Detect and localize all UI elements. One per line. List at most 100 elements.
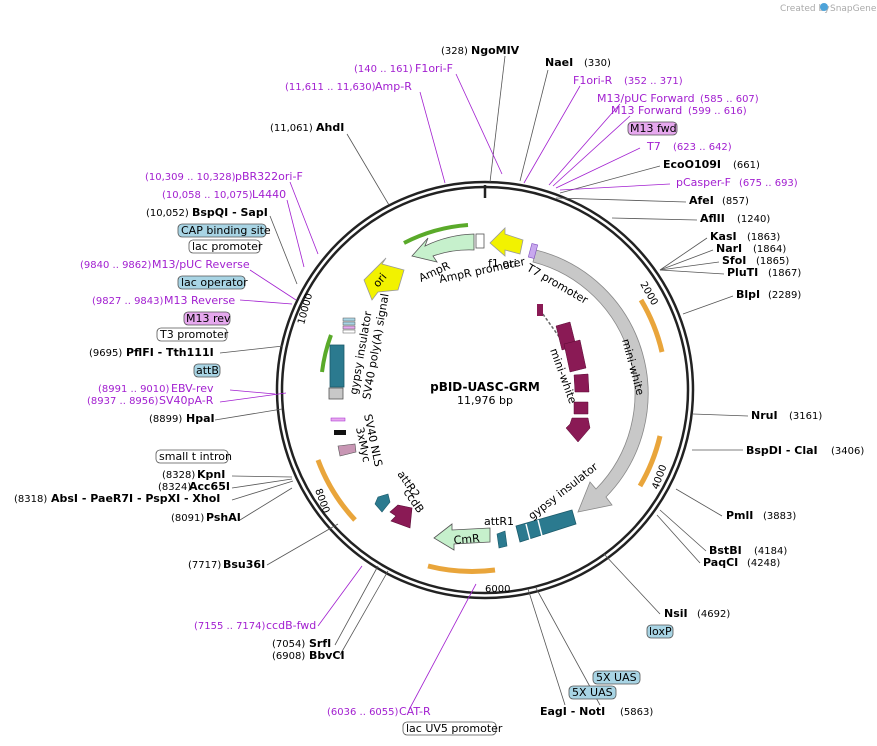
primer-name[interactable]: T7 bbox=[646, 140, 661, 153]
enzyme-name[interactable]: PflFI - Tth111I bbox=[126, 346, 214, 359]
leader-line bbox=[231, 478, 293, 489]
primer-pos: (140 .. 161) bbox=[354, 64, 413, 75]
primer-name[interactable]: EBV-rev bbox=[171, 382, 214, 395]
leader-line bbox=[219, 345, 284, 354]
primer-name[interactable]: M13 Forward bbox=[611, 104, 682, 117]
leader-line bbox=[659, 237, 708, 271]
m13-fwd-box[interactable]: M13 fwd bbox=[630, 122, 677, 135]
enzyme-name[interactable]: NruI bbox=[751, 409, 778, 422]
backbone-outer bbox=[275, 180, 695, 600]
t3-promoter-box[interactable]: T3 promoter bbox=[159, 328, 229, 341]
attb-box[interactable]: attB bbox=[196, 364, 219, 377]
enzyme-name[interactable]: HpaI bbox=[186, 412, 215, 425]
promoter-arc-2 bbox=[637, 435, 663, 488]
enzyme-name[interactable]: NaeI bbox=[545, 56, 573, 69]
enzyme-name[interactable]: AfeI bbox=[689, 194, 714, 207]
cap-binding-site-box[interactable]: CAP binding site bbox=[181, 224, 271, 237]
enzyme-name[interactable]: KpnI bbox=[197, 468, 225, 481]
leader-line bbox=[559, 183, 671, 191]
m13-rev-box[interactable]: M13 rev bbox=[186, 312, 231, 325]
primer-name[interactable]: M13/pUC Reverse bbox=[152, 258, 250, 271]
leader-line bbox=[239, 487, 293, 521]
uas-box-1[interactable]: 5X UAS bbox=[596, 671, 637, 684]
leader-line bbox=[519, 69, 549, 182]
lac-cluster-feature bbox=[342, 317, 356, 334]
leader-line bbox=[266, 523, 339, 566]
boxed-labels: M13 fwd CAP binding site lac promoter la… bbox=[155, 121, 678, 736]
leader-line bbox=[286, 199, 305, 268]
enzyme-name[interactable]: PshAI bbox=[206, 511, 241, 524]
enzyme-pos: (330) bbox=[584, 58, 611, 69]
enzyme-name[interactable]: KasI bbox=[710, 230, 737, 243]
leader-line bbox=[559, 165, 661, 194]
enzyme-pos: (3883) bbox=[763, 511, 796, 522]
myc-tag-feature-a bbox=[334, 430, 346, 435]
enzyme-name[interactable]: PaqCI bbox=[703, 556, 738, 569]
enzyme-name[interactable]: SrfI bbox=[309, 637, 331, 650]
enzyme-name[interactable]: AflII bbox=[700, 212, 725, 225]
leader-line bbox=[339, 570, 389, 656]
enzyme-pos: (8324) bbox=[158, 482, 191, 493]
enzyme-name[interactable]: BlpI bbox=[736, 288, 760, 301]
primer-name[interactable]: L4440 bbox=[252, 188, 286, 201]
lac-promoter-box[interactable]: lac promoter bbox=[192, 240, 263, 253]
enzyme-labels-left: (6908) BbvCI (7054) SrfI (7717) Bsu36I (… bbox=[14, 121, 345, 662]
leader-line bbox=[659, 269, 725, 275]
enzyme-name[interactable]: PluTI bbox=[727, 266, 758, 279]
enzyme-name[interactable]: EagI - NotI bbox=[540, 705, 605, 718]
enzyme-pos: (328) bbox=[441, 46, 468, 57]
enzyme-name[interactable]: BbvCI bbox=[309, 649, 345, 662]
primer-name[interactable]: ccdB-fwd bbox=[266, 619, 316, 632]
enzyme-name[interactable]: AhdI bbox=[316, 121, 344, 134]
enzyme-name[interactable]: BspDI - ClaI bbox=[746, 444, 818, 457]
leader-line bbox=[231, 475, 293, 478]
label-cmr: CmR bbox=[453, 532, 480, 547]
primer-name[interactable]: pCasper-F bbox=[676, 176, 731, 189]
primer-name[interactable]: M13 Reverse bbox=[164, 294, 235, 307]
primer-name[interactable]: pBR322ori-F bbox=[235, 170, 303, 183]
primer-name[interactable]: Amp-R bbox=[375, 80, 412, 93]
enzyme-name[interactable]: Bsu36I bbox=[223, 558, 265, 571]
primer-name[interactable]: SV40pA-R bbox=[159, 394, 214, 407]
leader-line bbox=[535, 587, 601, 706]
enzyme-pos: (3406) bbox=[831, 446, 864, 457]
enzyme-pos: (2289) bbox=[768, 290, 801, 301]
enzyme-name[interactable]: BspQI - SapI bbox=[192, 206, 268, 219]
primer-pos: (623 .. 642) bbox=[673, 142, 732, 153]
small-t-intron-box[interactable]: small t intron bbox=[159, 450, 232, 463]
enzyme-name[interactable]: AbsI - PaeR7I - PspXI - XhoI bbox=[51, 492, 220, 505]
leader-line bbox=[239, 299, 293, 305]
primer-pos: (599 .. 616) bbox=[688, 106, 747, 117]
primer-name[interactable]: F1ori-F bbox=[415, 62, 453, 75]
primer-pos: (9827 .. 9843) bbox=[92, 296, 164, 307]
enzyme-pos: (1863) bbox=[747, 232, 780, 243]
leader-line bbox=[603, 553, 661, 615]
enzyme-name[interactable]: NsiI bbox=[664, 607, 688, 620]
leader-line bbox=[409, 583, 477, 709]
enzyme-name[interactable]: PmlI bbox=[726, 509, 753, 522]
plasmid-name: pBID-UASC-GRM bbox=[430, 380, 540, 394]
primer-pos: (585 .. 607) bbox=[700, 94, 759, 105]
mini-white-inner-feature bbox=[537, 304, 591, 443]
sv40-nls-feature bbox=[330, 417, 346, 422]
promoter-arc-4 bbox=[315, 459, 357, 522]
enzyme-pos: (4248) bbox=[747, 558, 780, 569]
uas-box-2[interactable]: 5X UAS bbox=[572, 686, 613, 699]
enzyme-name[interactable]: NgoMIV bbox=[471, 44, 520, 57]
ampr-feature bbox=[411, 233, 475, 263]
lac-operator-box[interactable]: lac operator bbox=[181, 276, 248, 289]
enzyme-name[interactable]: EcoO109I bbox=[663, 158, 721, 171]
leader-line bbox=[229, 389, 276, 395]
enzyme-name[interactable]: NarI bbox=[716, 242, 742, 255]
enzyme-pos: (1864) bbox=[753, 244, 786, 255]
primer-name[interactable]: F1ori-R bbox=[573, 74, 613, 87]
lac-uv5-promoter-box[interactable]: lac UV5 promoter bbox=[406, 722, 503, 735]
enzyme-name[interactable]: Acc65I bbox=[189, 480, 230, 493]
primer-name[interactable]: M13/pUC Forward bbox=[597, 92, 695, 105]
primer-name[interactable]: CAT-R bbox=[399, 705, 431, 718]
loxp-box[interactable]: loxP bbox=[649, 625, 672, 638]
enzyme-name[interactable]: BstBI bbox=[709, 544, 742, 557]
primer-pos: (675 .. 693) bbox=[739, 178, 798, 189]
leader-line bbox=[269, 215, 298, 285]
enzyme-name[interactable]: SfoI bbox=[722, 254, 746, 267]
